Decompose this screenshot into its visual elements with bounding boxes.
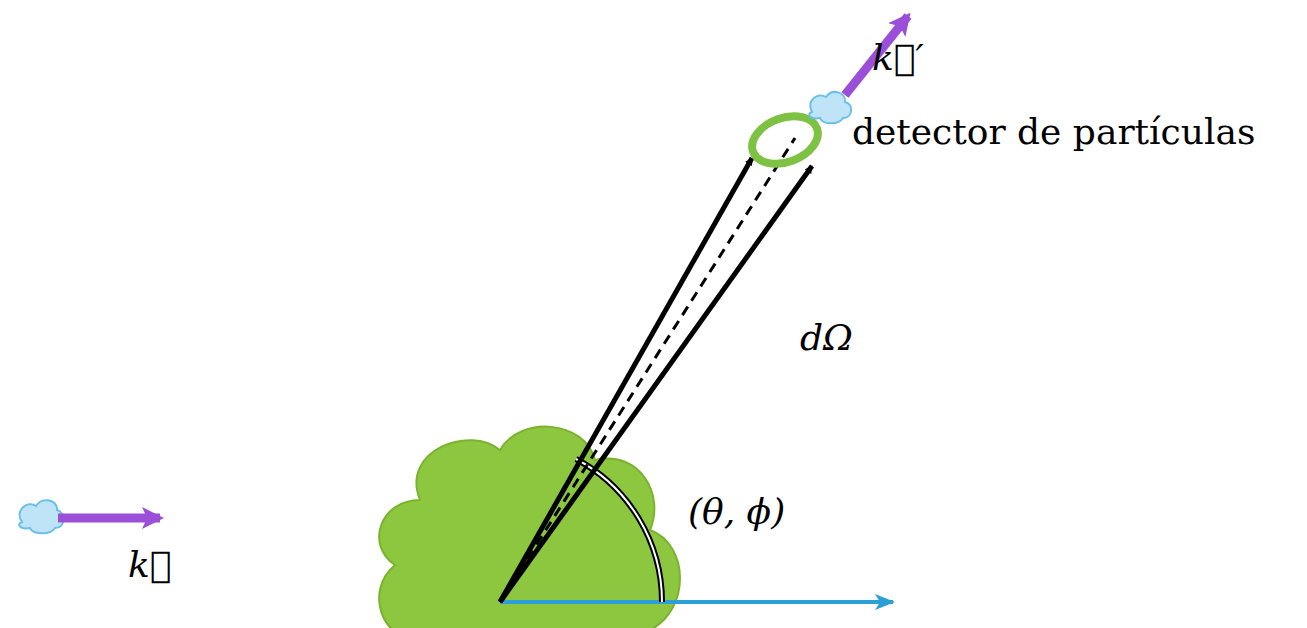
detector-label: detector de partículas bbox=[852, 112, 1255, 152]
particle-cloud bbox=[19, 500, 63, 533]
direction-line bbox=[500, 138, 795, 602]
target-cloud bbox=[379, 427, 680, 628]
momentum-arrow bbox=[58, 514, 160, 523]
momentum-label: k⃗ bbox=[128, 545, 171, 585]
cone-line bbox=[500, 166, 812, 602]
cone-line bbox=[500, 158, 752, 602]
particle-cloud bbox=[809, 92, 851, 123]
angle-label: (θ, ϕ) bbox=[688, 492, 785, 532]
solid-angle-label: dΩ bbox=[800, 318, 853, 358]
momentum-label: k⃗′ bbox=[872, 38, 924, 78]
beam-axis bbox=[500, 600, 893, 604]
